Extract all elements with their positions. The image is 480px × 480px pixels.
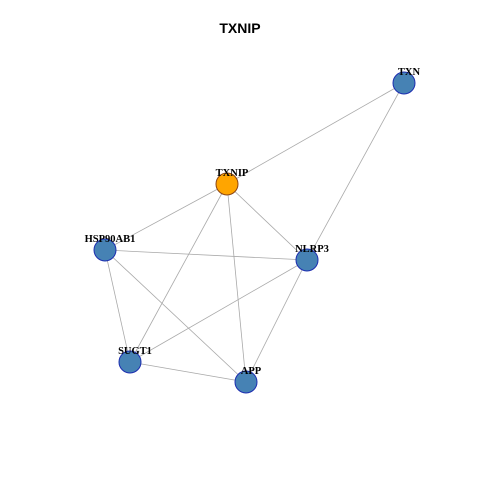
- edge-txn-nlrp3: [306, 82, 405, 261]
- node-txnip[interactable]: [215, 172, 239, 196]
- node-label-app: APP: [241, 366, 262, 377]
- edge-txnip-txn: [226, 82, 405, 185]
- edge-hsp90ab1-nlrp3: [104, 249, 308, 261]
- edge-hsp90ab1-sugt1: [104, 249, 131, 363]
- edge-txnip-hsp90ab1: [104, 183, 228, 251]
- edge-hsp90ab1-app: [104, 249, 247, 383]
- edges-layer: [104, 82, 405, 383]
- edge-nlrp3-app: [245, 259, 308, 383]
- node-label-nlrp3: NLRP3: [295, 244, 329, 255]
- node-txn[interactable]: [392, 71, 416, 95]
- node-sugt1[interactable]: [118, 350, 142, 374]
- node-label-txnip: TXNIP: [216, 168, 249, 179]
- edge-txnip-sugt1: [129, 183, 228, 363]
- edge-txnip-app: [226, 183, 247, 383]
- node-label-sugt1: SUGT1: [118, 346, 152, 357]
- node-hsp90ab1[interactable]: [93, 238, 117, 262]
- edge-nlrp3-sugt1: [129, 259, 308, 363]
- nodes-layer: [93, 71, 416, 394]
- node-nlrp3[interactable]: [295, 248, 319, 272]
- graph-title: TXNIP: [219, 20, 261, 36]
- node-app[interactable]: [234, 370, 258, 394]
- node-label-txn: TXN: [398, 67, 421, 78]
- edge-sugt1-app: [129, 361, 247, 383]
- edge-txnip-nlrp3: [226, 183, 308, 261]
- node-label-hsp90ab1: HSP90AB1: [85, 234, 136, 245]
